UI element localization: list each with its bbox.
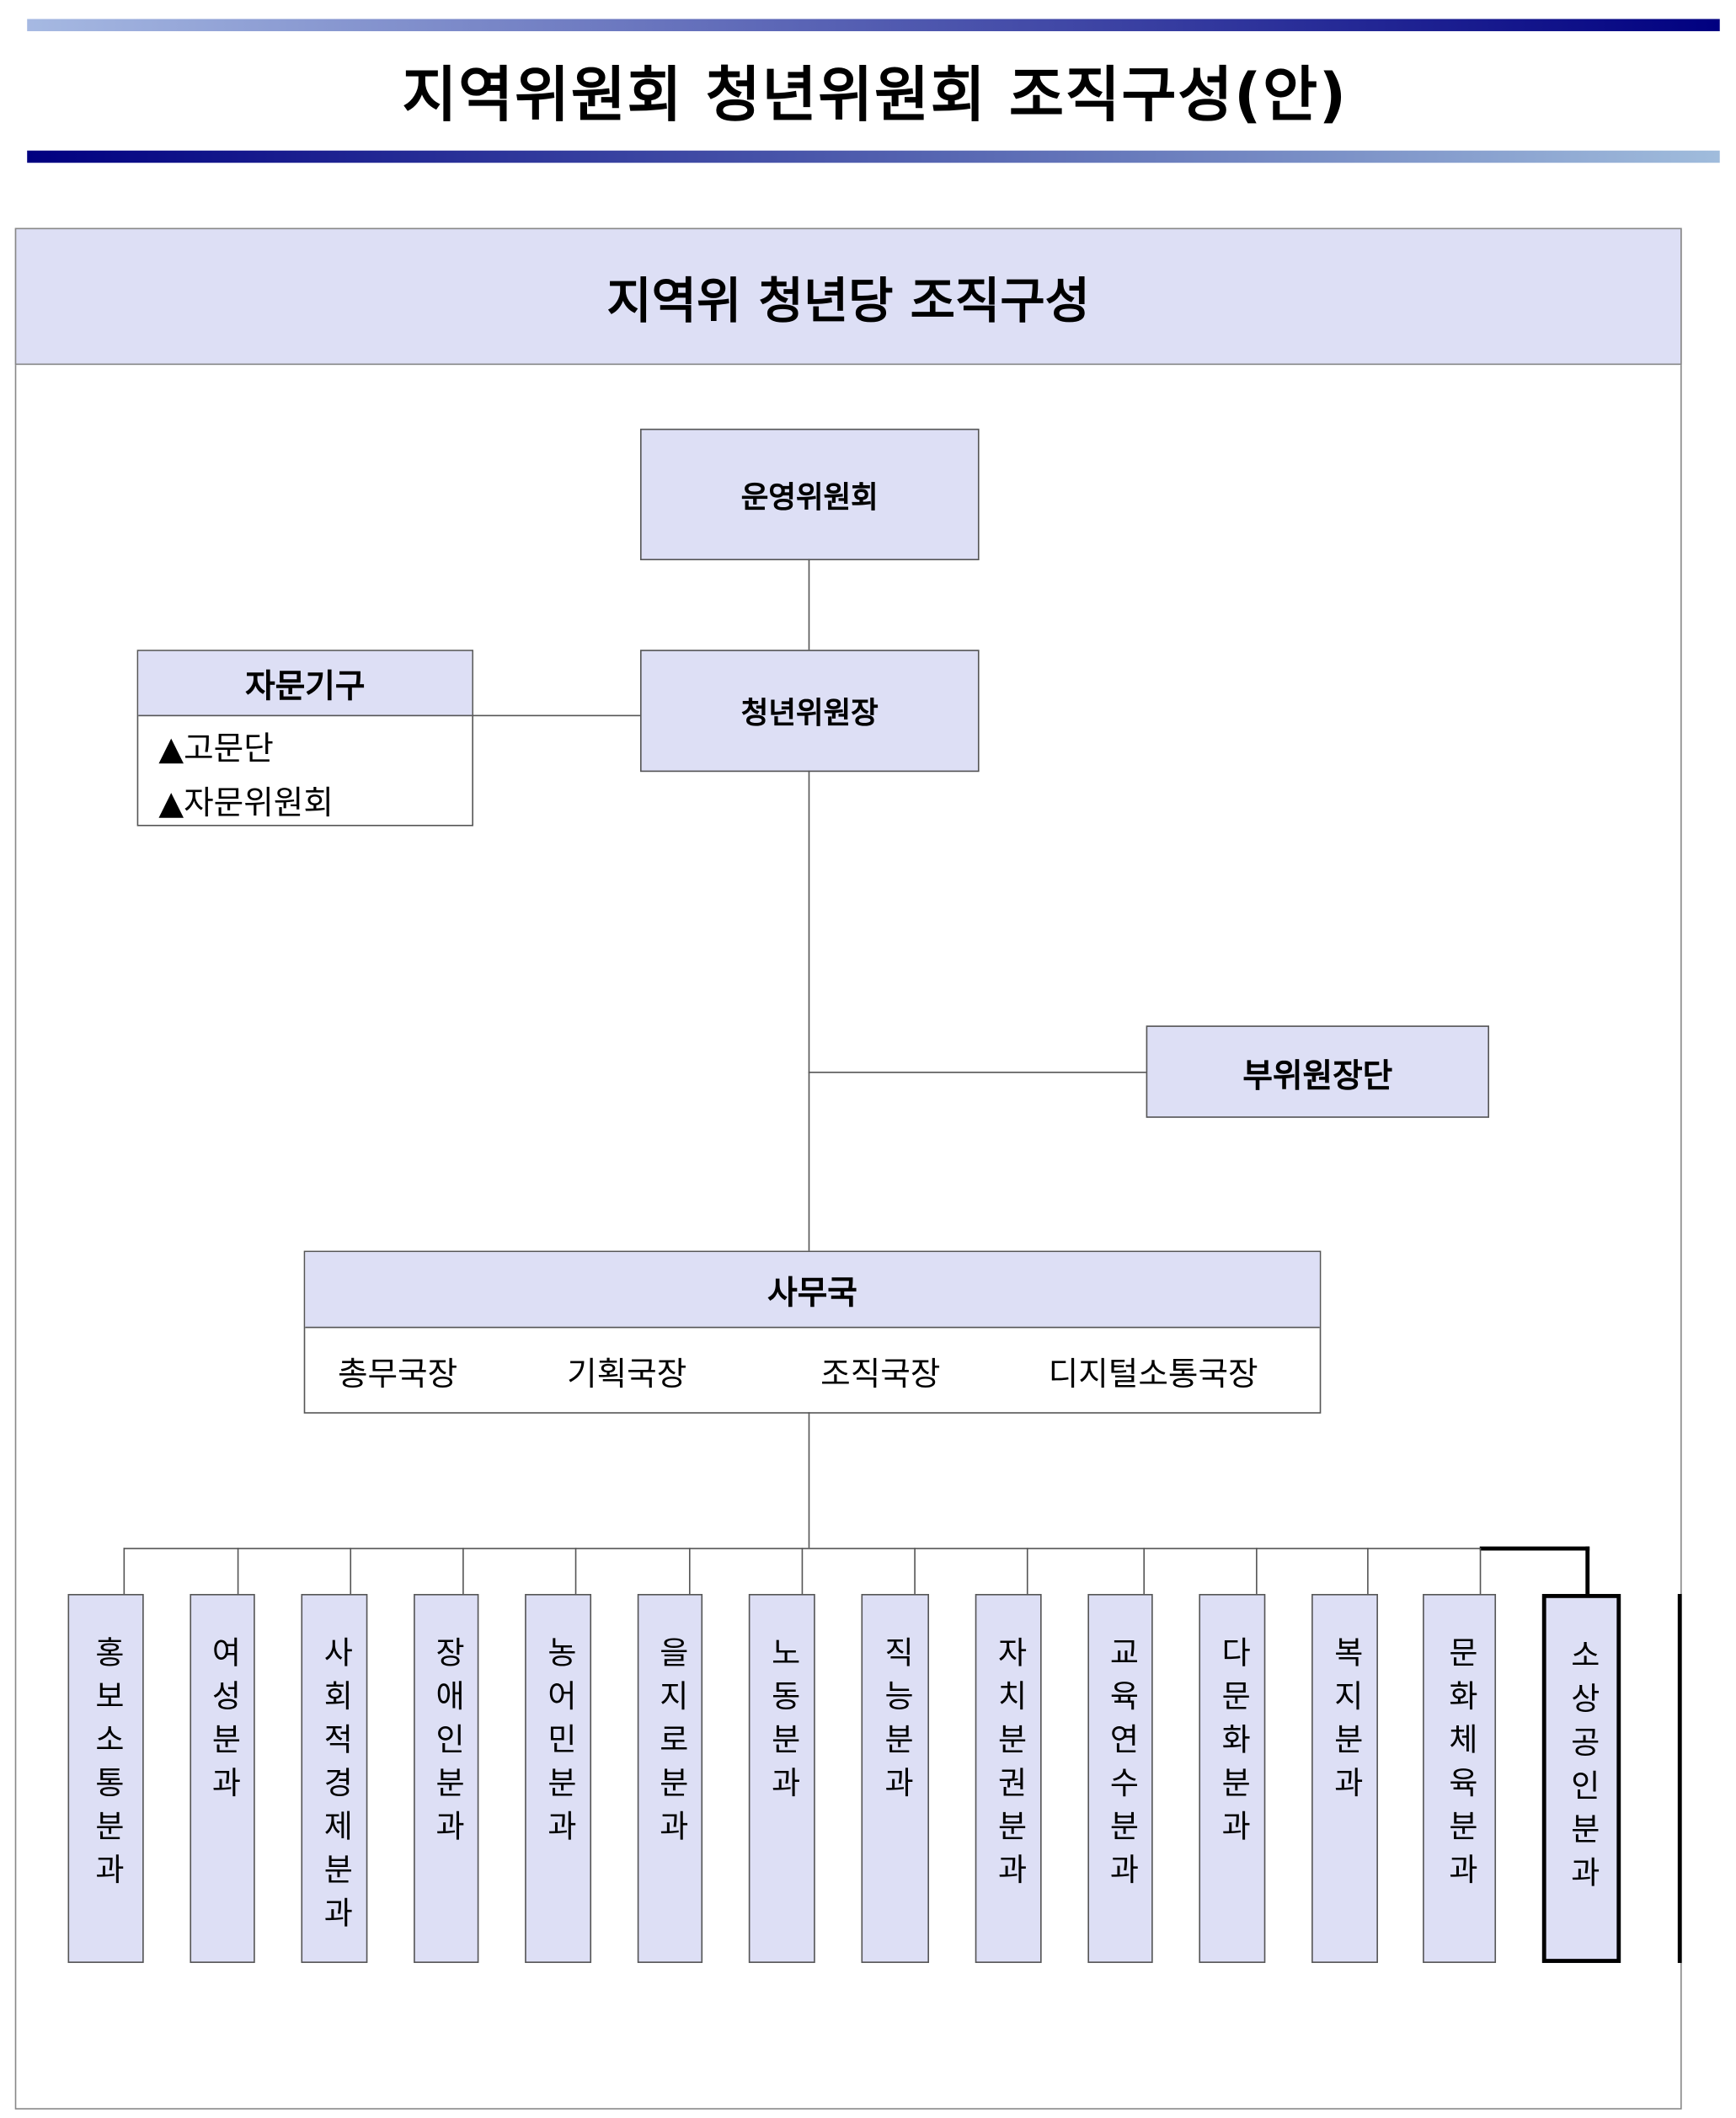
department-label: 홍보소통분과 <box>88 1635 124 1897</box>
secretariat-member: 조직국장 <box>820 1355 941 1393</box>
department-label: 을지로분과 <box>652 1635 688 1853</box>
department-label: 사회적경제분과 <box>316 1635 352 1940</box>
department-label: 여성분과 <box>205 1635 241 1810</box>
secretariat-member: 디지털소통국장 <box>1048 1355 1258 1393</box>
department-box: 자치분권분과 <box>975 1593 1042 1963</box>
connector <box>914 1548 916 1594</box>
department-box: 홍보소통분과 <box>67 1593 144 1963</box>
connector <box>350 1548 352 1594</box>
page-title: 지역위원회 청년위원회 조직구성(안) <box>402 61 1348 131</box>
connector <box>1026 1548 1028 1594</box>
department-box: 소상공인분과 <box>1541 1593 1621 1963</box>
department-box: 교육연수분과 <box>1087 1593 1153 1963</box>
department-label: 농어민분과 <box>540 1635 576 1853</box>
bottom-gradient-bar <box>27 150 1720 163</box>
connector <box>472 714 641 717</box>
department-label: 노동분과 <box>764 1635 800 1810</box>
connector <box>808 559 810 651</box>
top-gradient-bar <box>27 19 1720 32</box>
department-label: 직능분과 <box>877 1635 913 1810</box>
connector <box>808 1412 810 1548</box>
advisory-box: 자문기구 ▲고문단 ▲자문위원회 <box>136 650 473 826</box>
secretariat-box: 사무국 총무국장 기획국장 조직국장 디지털소통국장 <box>303 1250 1322 1414</box>
department-label: 복지분과 <box>1327 1635 1363 1810</box>
connector <box>1256 1548 1258 1594</box>
steering-committee-box: 운영위원회 <box>640 428 980 561</box>
vice-chairs-box: 부위원장단 <box>1146 1025 1489 1118</box>
connector <box>1367 1548 1369 1594</box>
department-label: 다문화분과 <box>1214 1635 1250 1853</box>
advisory-title: 자문기구 <box>138 650 473 717</box>
connector <box>1143 1548 1146 1594</box>
department-label: 소상공인분과 <box>1563 1639 1600 1900</box>
section-title: 지역위 청년당 조직구성 <box>14 227 1682 366</box>
department-box: 노동분과 <box>748 1593 815 1963</box>
department-box: 직능분과 <box>861 1593 929 1963</box>
connector <box>808 770 810 1253</box>
department-label: 교육연수분과 <box>1103 1635 1138 1897</box>
department-box: 장애인분과 <box>414 1593 479 1963</box>
department-box: 문화체육분과 <box>1423 1593 1497 1963</box>
connector <box>462 1548 464 1594</box>
connector <box>1479 1548 1482 1594</box>
connector <box>688 1548 691 1594</box>
connector <box>237 1548 239 1594</box>
secretariat-member: 총무국장 <box>337 1355 458 1393</box>
connector <box>801 1548 804 1594</box>
connector <box>574 1548 577 1594</box>
department-label: 자치분권분과 <box>991 1635 1027 1897</box>
connector <box>808 1072 1148 1073</box>
department-box: 농어민분과 <box>525 1593 592 1963</box>
department-label: 문화체육분과 <box>1441 1635 1477 1897</box>
advisory-item: ▲자문위원회 <box>158 784 334 822</box>
connector <box>123 1548 126 1594</box>
connector-thick <box>1479 1546 1590 1596</box>
secretariat-member: 기획국장 <box>567 1355 687 1393</box>
department-box: 다문화분과 <box>1199 1593 1266 1963</box>
department-box: 사회적경제분과 <box>301 1593 368 1963</box>
advisory-item: ▲고문단 <box>158 730 274 768</box>
chair-box: 청년위원장 <box>640 650 980 773</box>
thick-line <box>1677 1593 1682 1963</box>
secretariat-title: 사무국 <box>305 1252 1320 1329</box>
department-label: 장애인분과 <box>428 1635 464 1853</box>
department-box: 복지분과 <box>1311 1593 1378 1963</box>
department-box: 여성분과 <box>190 1593 255 1963</box>
department-box: 을지로분과 <box>637 1593 703 1963</box>
